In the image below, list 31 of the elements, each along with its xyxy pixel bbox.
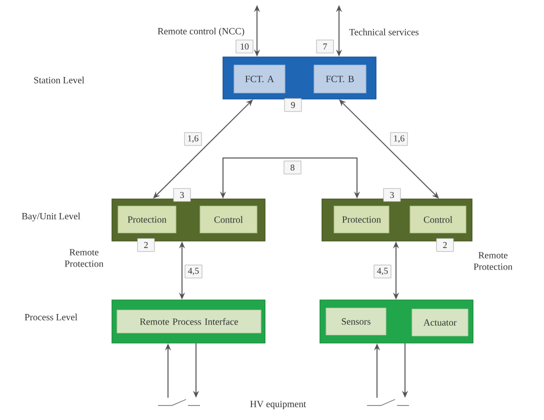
- function-box: FCT. A: [234, 64, 286, 94]
- function-box: FCT. B: [314, 64, 366, 94]
- edge-label: 10: [236, 40, 254, 54]
- edge-label: 7: [316, 40, 334, 54]
- switch-symbol: [158, 399, 200, 406]
- interface-number: 3: [383, 188, 401, 202]
- interface-number: 3: [173, 188, 191, 202]
- annotation: Remote Protection: [474, 252, 512, 270]
- function-box: Protection: [334, 206, 390, 234]
- function-box: Remote Process Interface: [116, 310, 262, 334]
- edge-label: 4,5: [184, 264, 202, 278]
- level-label: Process Level: [24, 314, 78, 320]
- interface-number: 2: [137, 238, 155, 252]
- interface-number: 9: [284, 98, 302, 112]
- edge-label: 4,5: [374, 264, 392, 278]
- edge-label: 8: [284, 160, 302, 174]
- edge-label: 1,6: [184, 132, 202, 146]
- interface-number: 2: [436, 238, 454, 252]
- function-box: Sensors: [326, 308, 386, 336]
- arrow-caption: Technical services: [349, 28, 419, 36]
- level-label: Station Level: [34, 76, 84, 84]
- function-box: Protection: [118, 206, 176, 234]
- function-box: Control: [410, 206, 466, 234]
- switch-symbol: [366, 399, 410, 406]
- annotation: HV equipment: [250, 400, 306, 410]
- annotation: Remote Protection: [64, 249, 104, 267]
- function-box: Actuator: [412, 308, 468, 336]
- function-box: Control: [200, 206, 258, 234]
- level-label: Bay/Unit Level: [22, 212, 80, 222]
- edge-label: 1,6: [390, 132, 408, 146]
- arrow-caption: Remote control (NCC): [158, 28, 244, 36]
